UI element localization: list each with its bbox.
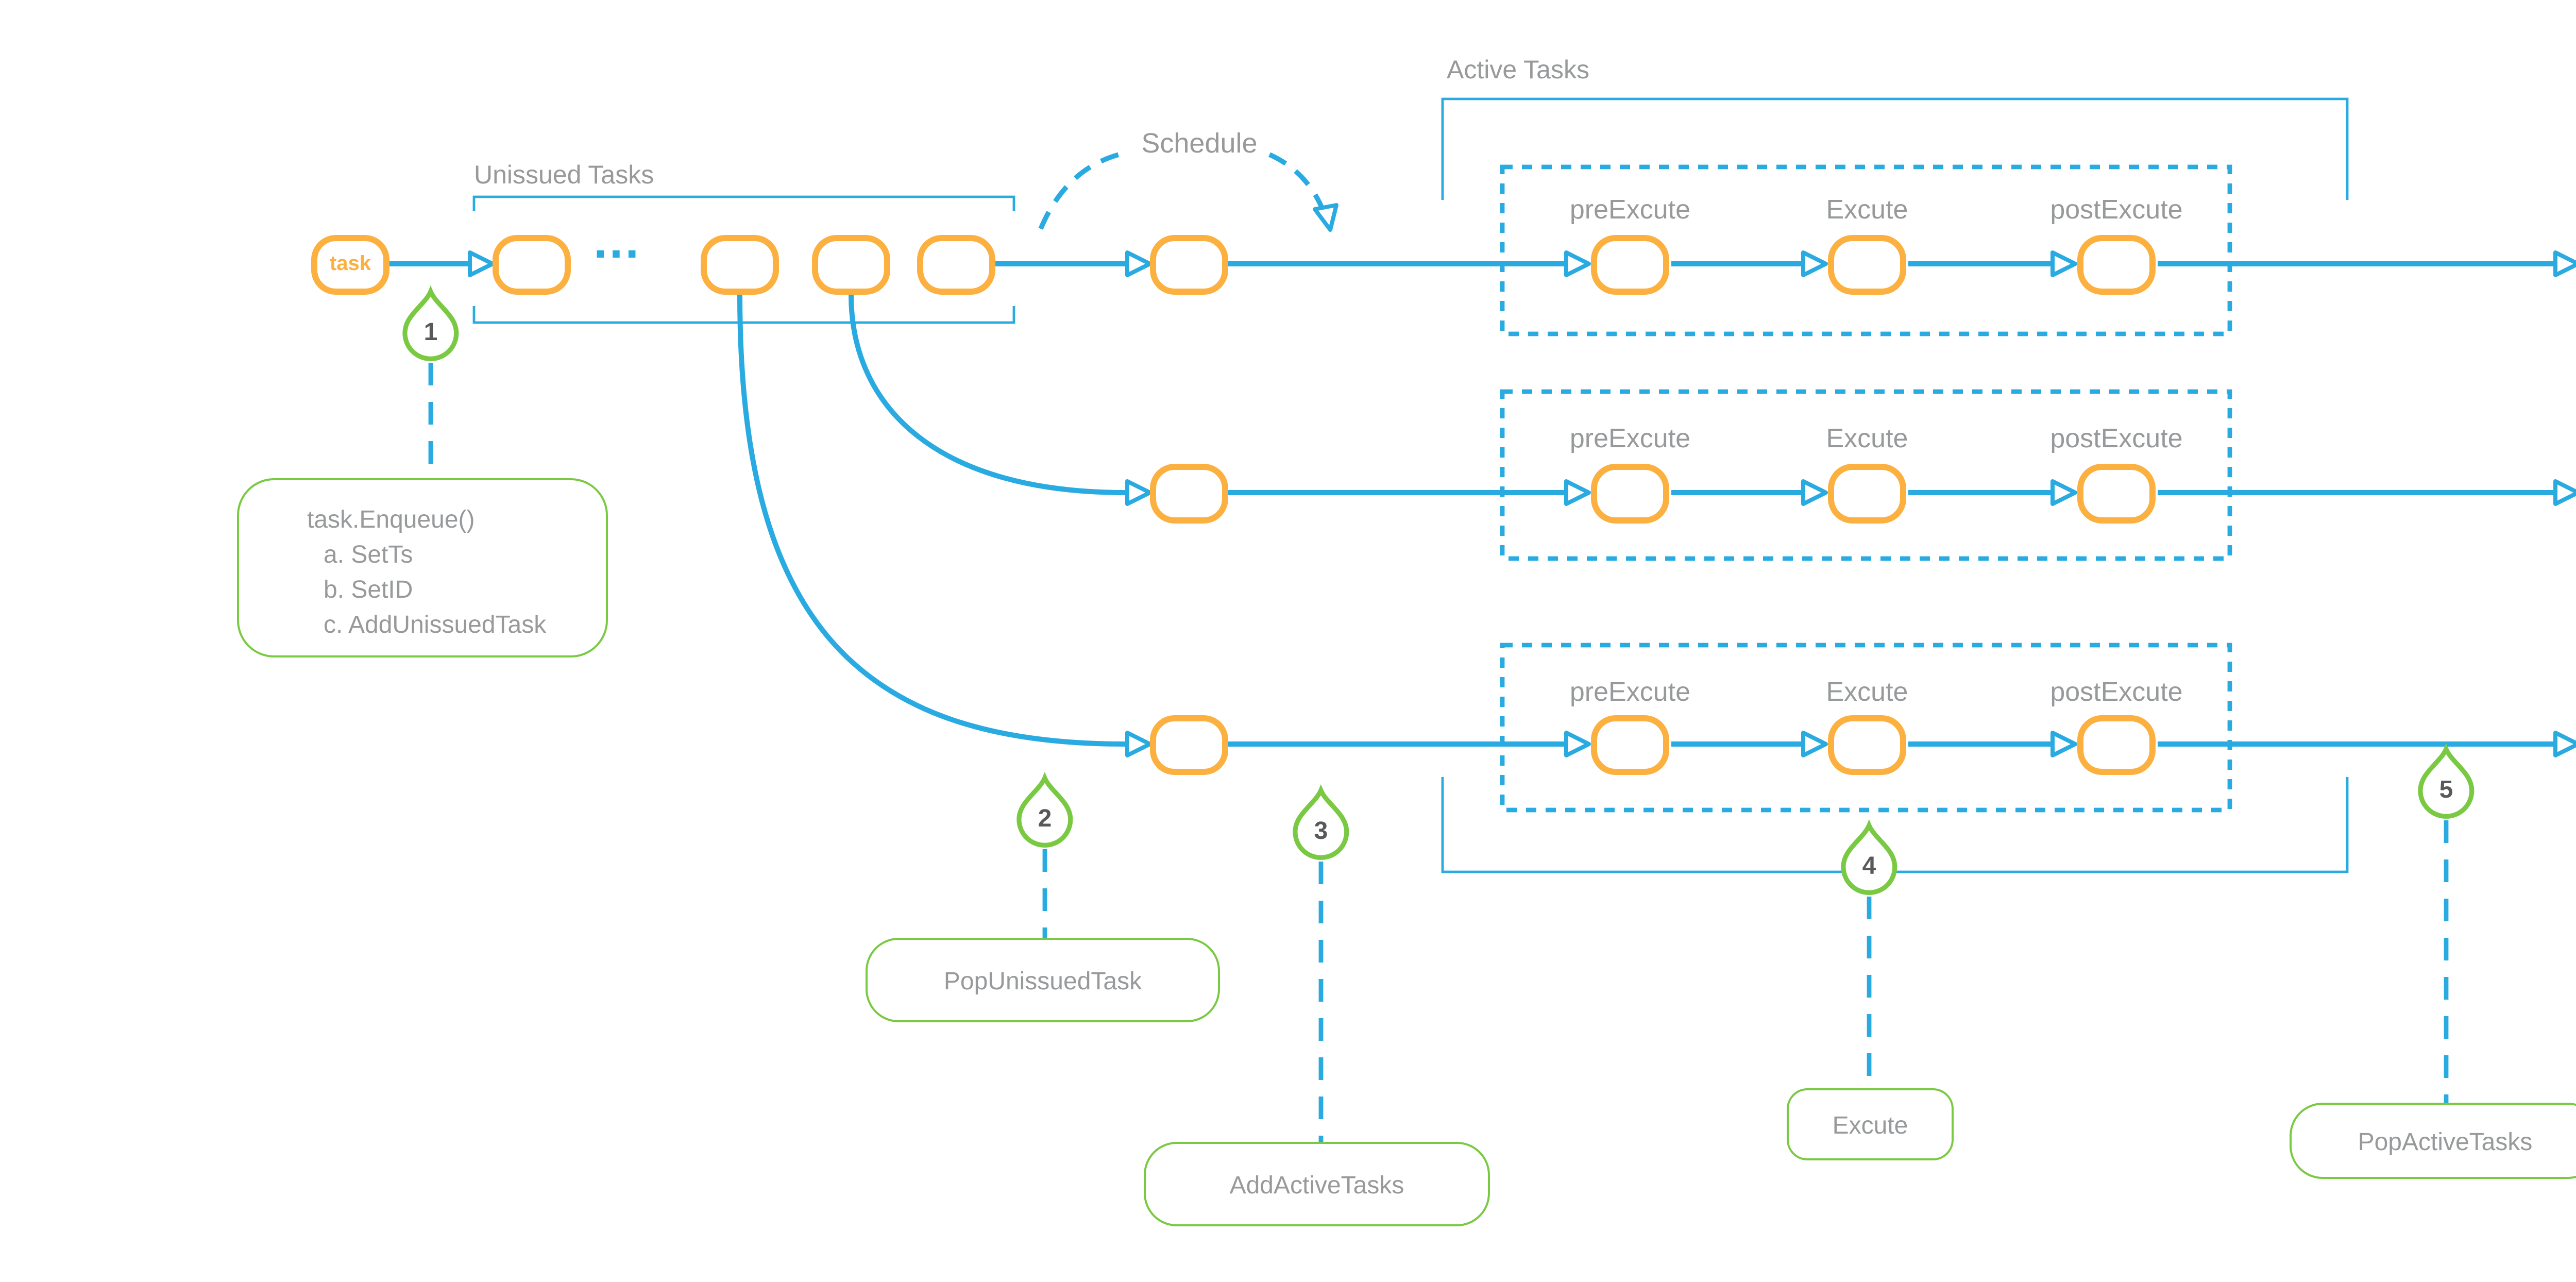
step-marker-1-number: 1 xyxy=(423,317,438,346)
note-add-active-tasks: AddActiveTasks xyxy=(1144,1142,1490,1226)
unissued-queue-node-1 xyxy=(493,234,571,294)
unissued-queue-node-4 xyxy=(917,234,995,294)
note-line: task.Enqueue() xyxy=(307,505,475,534)
queue-curve-to-row3 xyxy=(737,294,1126,747)
unissued-queue-node-2 xyxy=(701,234,779,294)
row3-preexcute-label: preExcute xyxy=(1569,676,1691,707)
row3-postexcute-node xyxy=(2077,714,2156,774)
note-pop-active-tasks: PopActiveTasks xyxy=(2290,1103,2576,1179)
queue-curve-to-row2 xyxy=(849,294,1126,495)
queue-dispatch-curves xyxy=(737,294,1152,757)
step-marker-5-number: 5 xyxy=(2439,775,2453,804)
row1-preexcute-node xyxy=(1591,234,1669,294)
pipeline-dotted-box-row1 xyxy=(1500,164,2232,336)
row2-scheduled-node xyxy=(1150,463,1228,522)
task-node-label: task xyxy=(329,252,371,275)
teardrop-icon xyxy=(2418,743,2475,819)
row2-excute-node xyxy=(1828,463,1906,522)
pipeline-dotted-box-row3 xyxy=(1500,643,2232,813)
note-pop-unissued-task: PopUnissuedTask xyxy=(866,938,1220,1022)
note-task-enqueue: task.Enqueue() a. SetTs b. SetID c. AddU… xyxy=(237,478,608,657)
step-marker-3: 3 xyxy=(1293,784,1349,860)
row2-postexcute-label: postExcute xyxy=(2050,423,2183,453)
row2-postexcute-node xyxy=(2077,463,2156,522)
marker-connectors xyxy=(428,363,2449,1142)
note-excute: Excute xyxy=(1787,1088,1954,1160)
schedule-arcs xyxy=(1038,150,1338,232)
row1-postexcute-label: postExcute xyxy=(2050,194,2183,225)
active-tasks-bracket-top xyxy=(1441,97,2349,200)
step-marker-4-number: 4 xyxy=(1862,851,1876,880)
row2-flow-arrows xyxy=(1228,479,2576,506)
step-marker-5: 5 xyxy=(2418,743,2475,819)
note-line: a. SetTs xyxy=(324,540,413,569)
unissued-queue-node-3 xyxy=(812,234,890,294)
unissued-tasks-bracket-bottom xyxy=(472,306,1015,324)
row1-postexcute-node xyxy=(2077,234,2156,294)
task-node: task xyxy=(311,234,389,294)
teardrop-icon xyxy=(402,285,459,361)
row1-excute-label: Excute xyxy=(1826,194,1908,225)
row3-scheduled-node xyxy=(1150,714,1228,774)
note-line: c. AddUnissuedTask xyxy=(324,610,547,639)
row2-excute-label: Excute xyxy=(1826,423,1908,453)
row1-excute-node xyxy=(1828,234,1906,294)
unissued-tasks-label: Unissued Tasks xyxy=(474,161,654,190)
step-marker-2: 2 xyxy=(1016,772,1073,848)
teardrop-icon xyxy=(1016,772,1073,848)
schedule-arrowhead xyxy=(1313,203,1338,232)
row1-flow-arrows xyxy=(389,250,2576,277)
step-marker-3-number: 3 xyxy=(1314,816,1328,845)
step-marker-1: 1 xyxy=(402,285,459,361)
teardrop-icon xyxy=(1293,784,1349,860)
active-tasks-label: Active Tasks xyxy=(1447,56,1589,85)
pipeline-dotted-box-row2 xyxy=(1500,389,2232,561)
teardrop-icon xyxy=(1841,819,1897,895)
step-marker-2-number: 2 xyxy=(1038,804,1052,833)
row3-excute-label: Excute xyxy=(1826,676,1908,707)
row2-preexcute-node xyxy=(1591,463,1669,522)
schedule-arc-left xyxy=(1038,150,1128,230)
row2-preexcute-label: preExcute xyxy=(1569,423,1691,453)
row1-scheduled-node xyxy=(1150,234,1228,294)
note-line: b. SetID xyxy=(324,575,413,604)
step-marker-4: 4 xyxy=(1841,819,1897,895)
row3-postexcute-label: postExcute xyxy=(2050,676,2183,707)
row3-excute-node xyxy=(1828,714,1906,774)
row3-flow-arrows xyxy=(1228,731,2576,757)
row1-preexcute-label: preExcute xyxy=(1569,194,1691,225)
queue-ellipsis: ... xyxy=(594,214,641,270)
schedule-label: Schedule xyxy=(1141,128,1258,159)
schedule-arc-right xyxy=(1268,152,1326,211)
unissued-tasks-bracket-top xyxy=(472,195,1015,211)
row3-preexcute-node xyxy=(1591,714,1669,774)
